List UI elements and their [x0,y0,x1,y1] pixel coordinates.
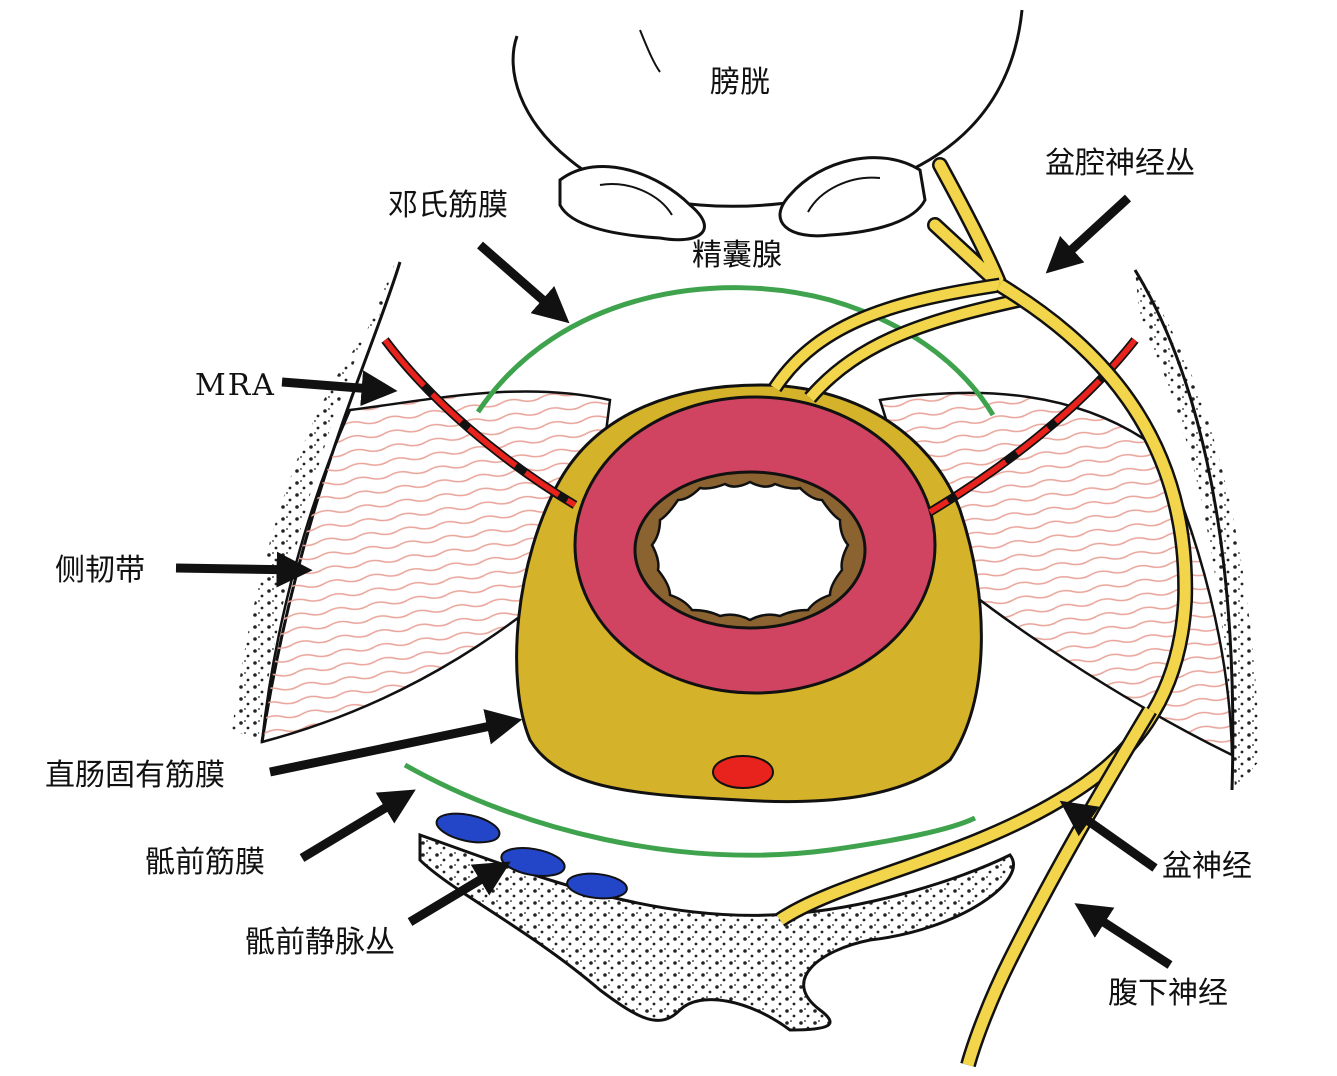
arrow-denonvilliers [477,241,570,324]
label-mesorectal-fascia: 直肠固有筋膜 [45,758,225,793]
arrow-mra [281,370,398,407]
arrow-venous-plexus [407,861,511,926]
middle-rectal-artery-right [927,337,1139,516]
arrow-hypogastric-nerve [1074,903,1173,969]
seminal-vesicles [558,156,927,242]
label-seminal-vesicle: 精囊腺 [692,238,782,273]
label-presacral-fascia: 骶前筋膜 [145,845,265,880]
presacral-fascia [403,762,977,858]
label-mra: MRA [195,368,276,403]
presacral-venous-plexus [435,812,628,900]
pointer-arrows [175,194,1173,969]
label-bladder: 膀胱 [710,65,770,100]
arrow-presacral-fascia [299,789,416,862]
middle-rectal-artery-left [381,337,578,509]
arrow-pelvic-plexus [1045,194,1132,274]
arrow-pelvic-nerve [1059,800,1158,872]
right-pelvic-wall [1133,269,1260,791]
pelvic-plexus-nerves [768,157,1194,1068]
label-pelvic-plexus: 盆腔神经丛 [1045,146,1195,181]
label-pelvic-nerve: 盆神经 [1162,849,1252,884]
bladder [511,9,1024,208]
arrow-mesorectal-fascia [269,709,523,777]
arrow-lateral-ligament [175,551,313,588]
median-vessel [712,755,774,789]
label-presacral-venous-plexus: 骶前静脉丛 [245,925,395,960]
denonvilliers-fascia [475,285,996,417]
label-lateral-ligament: 侧韧带 [55,553,145,588]
sacrum [418,832,1015,1032]
label-denonvilliers-fascia: 邓氏筋膜 [388,188,508,223]
label-hypogastric-nerve: 腹下神经 [1108,976,1228,1011]
rectal-mucosa [633,470,867,630]
